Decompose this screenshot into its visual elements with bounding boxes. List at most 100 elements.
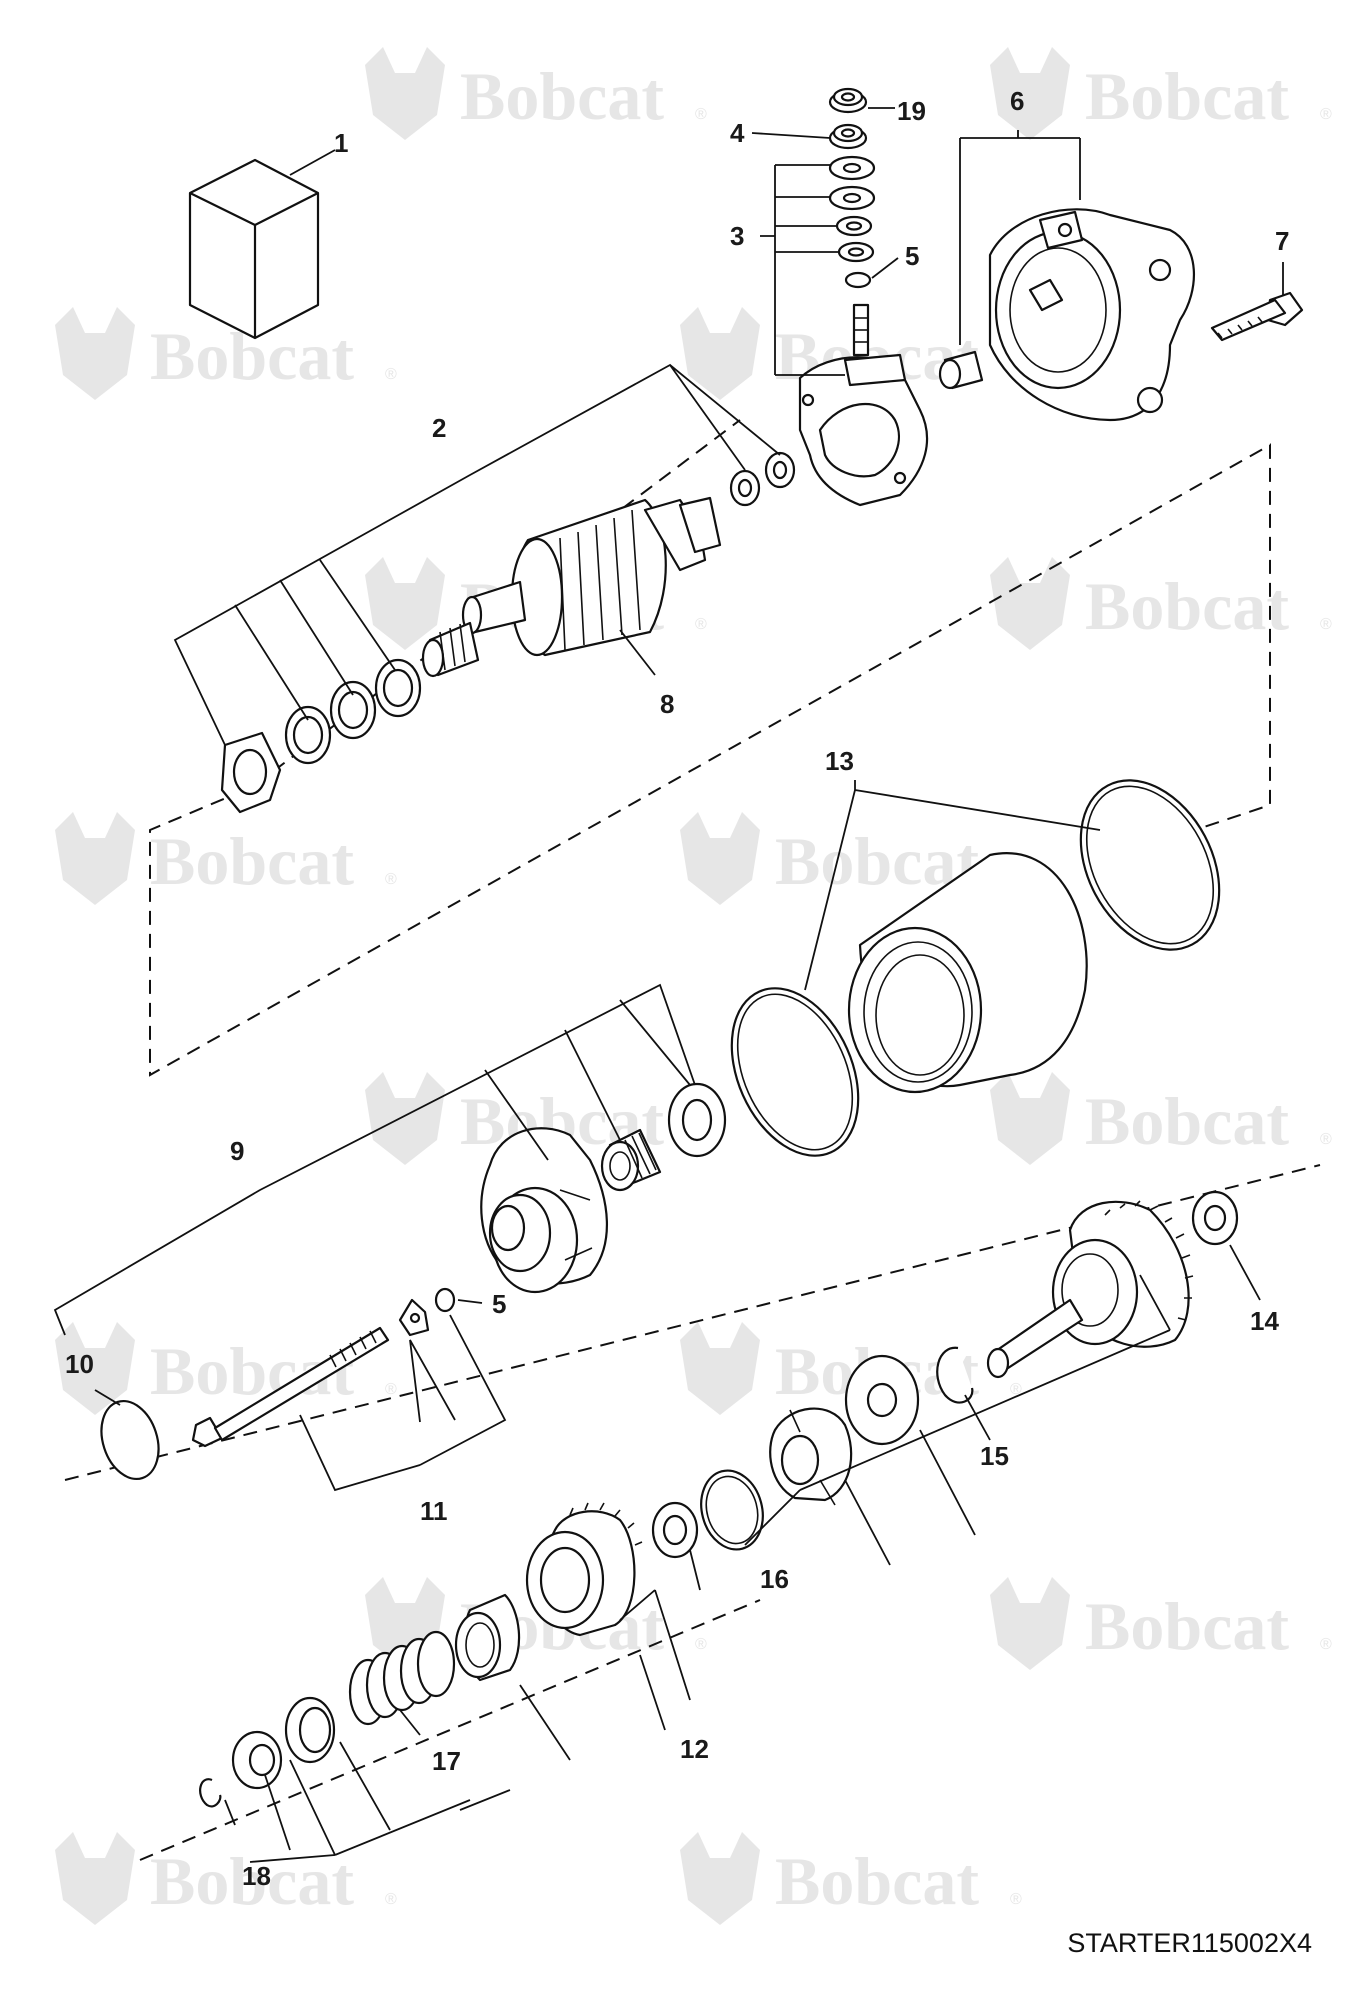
part-19-nut [828,87,868,114]
part-14-washer [1191,1190,1239,1246]
part-6-end-frame [988,208,1196,422]
bobcat-logo-icon [365,557,445,650]
watermark-text: Bobcat [775,1843,979,1919]
callout-16: 16 [760,1564,789,1594]
armature-front-washers [220,658,422,814]
callout-13: 13 [825,746,854,776]
callout-4: 4 [730,118,745,148]
drawing-code: STARTER115002X4 [1067,1928,1312,1958]
part-12-sleeve [454,1593,521,1682]
part-16-washer-small [651,1501,699,1559]
watermark-logo: Bobcat ® [990,47,1332,140]
watermark-registered-mark: ® [695,616,707,633]
part-7-screw [1210,291,1304,342]
watermark-registered-mark: ® [1010,1381,1022,1398]
part-15-snap-ring [936,1346,974,1404]
part-3-washers [828,155,876,263]
bobcat-logo-icon [990,557,1070,650]
callout-5-lower: 5 [492,1289,506,1319]
callout-7: 7 [1275,226,1289,256]
watermark-text: Bobcat [1085,1588,1289,1664]
callout-5: 5 [905,241,919,271]
bobcat-logo-icon [365,1072,445,1165]
part-16-ring [700,1469,764,1551]
part-5-oring-bottom [434,1287,456,1313]
part-9-needle-bearing [600,1128,662,1192]
watermark-registered-mark: ® [1320,106,1332,123]
armature-end-washers [729,451,796,507]
callout-2: 2 [432,413,446,443]
part-13-oring-front [730,987,860,1157]
part-9-bearing [667,1082,727,1158]
watermark-logo: Bobcat ® [990,1072,1332,1165]
part-6-bushing [938,350,984,390]
leader-lines [53,107,1284,1863]
watermark-logo: Bobcat® [680,812,1022,905]
part-13-oring-rear [1079,779,1221,951]
watermark-registered-mark: ® [385,366,397,383]
part-18-stop [231,1730,283,1790]
callout-19: 19 [897,96,926,126]
watermark-registered-mark: ® [1320,1131,1332,1148]
part-9-drive-housing [480,1127,608,1294]
callout-1: 1 [334,128,348,158]
part-17-spring [348,1630,456,1726]
watermark-registered-mark: ® [385,1381,397,1398]
part-12-pinion [525,1502,643,1637]
part-1-box [188,158,320,340]
callout-3: 3 [730,221,744,251]
callout-15: 15 [980,1441,1009,1471]
watermark-registered-mark: ® [1320,616,1332,633]
part-16-washer-large [844,1354,920,1446]
bobcat-logo-icon [680,1322,760,1415]
planetary-gear-shaft [986,1200,1194,1379]
part-11-through-bolt [191,1326,390,1448]
watermark-text: Bobcat [150,823,354,899]
part-16-collar [769,1407,853,1506]
callout-6: 6 [1010,86,1024,116]
watermark-text: Bobcat [460,58,664,134]
bobcat-logo-icon [55,812,135,905]
bobcat-logo-icon [990,1072,1070,1165]
watermark-text: Bobcat [1085,1083,1289,1159]
bobcat-logo-icon [365,47,445,140]
watermark-registered-mark: ® [695,106,707,123]
watermark-text: Bobcat [1085,58,1289,134]
callout-labels: 1 2 3 4 5 6 7 8 9 10 11 12 13 14 15 16 1… [65,86,1289,1891]
watermark-logo: Bobcat ® [365,47,707,140]
callout-8: 8 [660,689,674,719]
watermark-logo: Bobcat ® [680,1832,1022,1925]
bobcat-logo-icon [990,47,1070,140]
part-8-armature [421,496,722,678]
part-13-field-frame [847,852,1088,1094]
watermark-logo: Bobcat ® [990,557,1332,650]
bobcat-logo-icon [55,1832,135,1925]
bobcat-logo-icon [55,1322,135,1415]
part-11-plate [398,1298,430,1337]
callout-10: 10 [65,1349,94,1379]
part-5-oring-top [844,271,872,289]
callout-17: 17 [432,1746,461,1776]
brush-holder-plate [798,303,929,507]
part-4-nut [828,123,868,150]
bobcat-logo-icon [680,812,760,905]
callout-9: 9 [230,1136,244,1166]
watermark-logo: Bobcat® [55,812,397,905]
callout-18: 18 [242,1861,271,1891]
bobcat-logo-icon [680,1832,760,1925]
watermark-registered-mark: ® [695,1636,707,1653]
watermark-text: Bobcat [1085,568,1289,644]
watermark-registered-mark: ® [385,1891,397,1908]
watermark-registered-mark: ® [1320,1636,1332,1653]
watermark-logo: Bobcat® [55,1322,397,1415]
callout-11: 11 [420,1496,448,1526]
bobcat-logo-icon [55,307,135,400]
callout-14: 14 [1250,1306,1279,1336]
watermark-registered-mark: ® [1010,1891,1022,1908]
part-18-clip [199,1778,222,1808]
bobcat-logo-icon [680,307,760,400]
part-10-cap [100,1399,160,1481]
callout-12: 12 [680,1734,709,1764]
part-18-collar [284,1696,336,1764]
